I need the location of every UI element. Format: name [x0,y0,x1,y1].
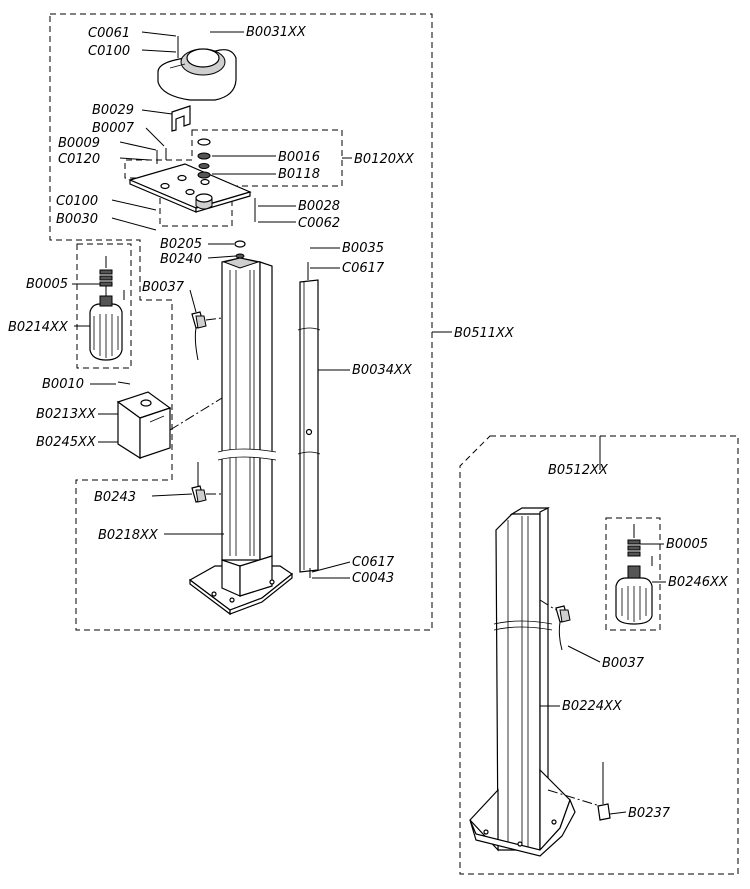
sensor-bottom-part [191,462,222,503]
sensor-right-part [539,599,571,651]
label-b0029: B0029 [92,103,134,118]
label-c0100-top: C0100 [88,44,130,59]
motor-boundary-right [605,517,661,631]
sensor-left-part [191,311,223,361]
part-b0237 [597,762,611,821]
label-b0512xx: B0512XX [548,463,609,478]
label-b0030: B0030 [56,212,98,227]
label-b0224xx: B0224XX [562,699,623,714]
label-b0007: B0007 [92,121,135,136]
label-b0120xx: B0120XX [354,152,415,167]
assembly-boundary-b0512xx [459,435,739,875]
motor-right-part [615,524,653,625]
label-b0213xx: B0213XX [36,407,97,422]
control-box-part [116,381,223,460]
label-b0009: B0009 [58,136,100,151]
label-b0031xx: B0031XX [246,25,307,40]
label-b0243: B0243 [94,490,136,505]
label-b0035: B0035 [342,241,384,256]
label-b0037-right: B0037 [602,656,645,671]
label-b0118: B0118 [278,167,320,182]
label-b0214xx: B0214XX [8,320,69,335]
label-c0120: C0120 [58,152,100,167]
leader-lines [72,31,666,815]
right-column-part [469,507,601,857]
label-b0246xx: B0246XX [668,575,729,590]
label-c0617-bottom: C0617 [352,555,395,570]
label-c0043: C0043 [352,571,394,586]
label-b0511xx: B0511XX [454,326,515,341]
label-c0617-top: C0617 [342,261,385,276]
label-b0005-right: B0005 [666,537,708,552]
label-b0245xx: B0245XX [36,435,97,450]
top-cap-part [157,48,237,101]
motor-left-part [89,256,125,361]
label-b0037-left: B0037 [142,280,185,295]
bracket-part [171,105,191,132]
label-b0005-left: B0005 [26,277,68,292]
assembly-boundary-b0511xx [49,13,433,631]
label-b0016: B0016 [278,150,320,165]
label-b0205: B0205 [160,237,202,252]
label-b0010: B0010 [42,377,84,392]
main-column-part [188,240,294,616]
label-b0034xx: B0034XX [352,363,413,378]
mounting-plate-part [128,163,252,213]
label-b0028: B0028 [298,199,340,214]
motor-boundary-left [76,243,132,369]
label-b0240: B0240 [160,252,202,267]
label-c0062: C0062 [298,216,340,231]
label-b0237: B0237 [628,806,671,821]
label-c0061: C0061 [88,26,130,41]
label-b0218xx: B0218XX [98,528,159,543]
washer-part [197,138,211,146]
cover-panel-part [297,262,321,578]
label-c0100-mid: C0100 [56,194,98,209]
